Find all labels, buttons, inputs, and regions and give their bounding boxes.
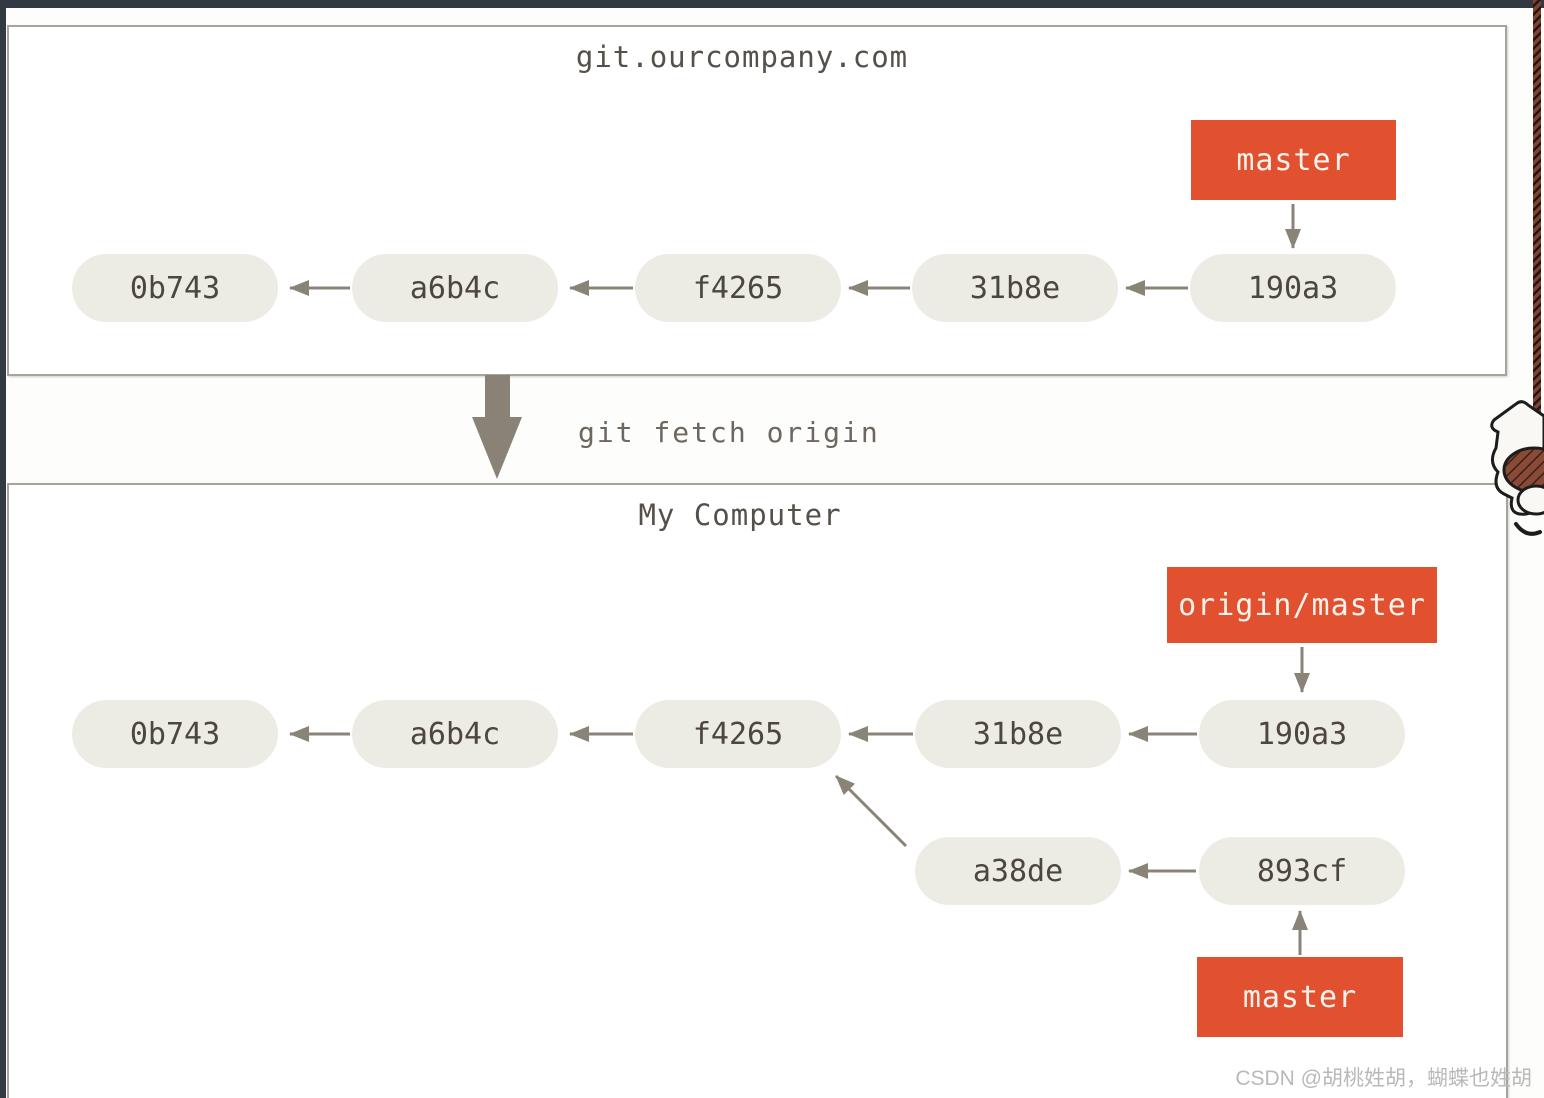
local-commit-0b743: 0b743 (72, 700, 278, 768)
local-commit-a38de: a38de (915, 837, 1121, 905)
local-commit-a6b4c: a6b4c (352, 700, 558, 768)
server-commit-190a3: 190a3 (1190, 254, 1396, 322)
page-edge-top (0, 0, 1544, 8)
local-commit-190a3: 190a3 (1199, 700, 1405, 768)
local-commit-893cf: 893cf (1199, 837, 1405, 905)
local-repo-title: My Computer (638, 498, 842, 532)
rope-icon (1533, 0, 1541, 462)
local-master-label: master (1197, 957, 1403, 1037)
server-repo-box (7, 25, 1507, 376)
server-commit-31b8e: 31b8e (912, 254, 1118, 322)
server-master-label: master (1191, 120, 1396, 200)
local-commit-f4265: f4265 (635, 700, 841, 768)
local-commit-31b8e: 31b8e (915, 700, 1121, 768)
server-commit-f4265: f4265 (635, 254, 841, 322)
server-commit-a6b4c: a6b4c (352, 254, 558, 322)
fetch-command-label: git fetch origin (578, 416, 880, 449)
hanging-cat-icon (1490, 400, 1544, 536)
fetch-arrow (472, 375, 522, 479)
server-commit-0b743: 0b743 (72, 254, 278, 322)
server-repo-title: git.ourcompany.com (575, 40, 909, 74)
page-edge-left (0, 0, 6, 1098)
local-origin-master-label: origin/master (1167, 567, 1437, 643)
csdn-watermark: CSDN @胡桃姓胡，蝴蝶也姓胡 (1235, 1067, 1532, 1090)
